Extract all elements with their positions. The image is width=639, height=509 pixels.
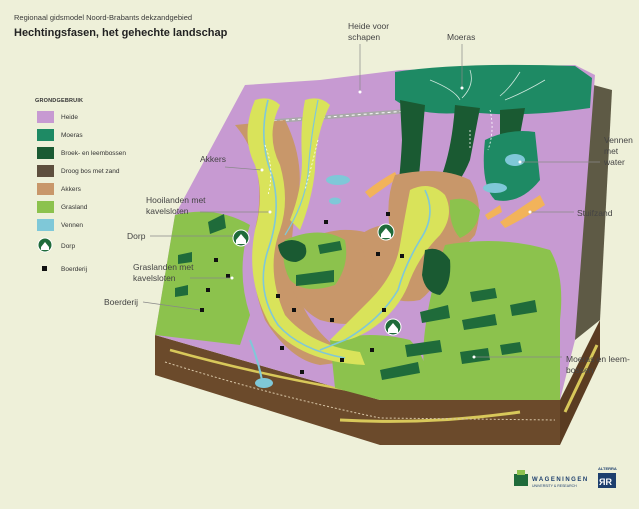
ven-water-4 [329, 198, 341, 205]
svg-text:water: water [603, 157, 625, 167]
svg-text:Akkers: Akkers [200, 154, 226, 164]
legend-swatch-broekbos [37, 147, 54, 159]
ven-water-1 [505, 154, 525, 166]
ven-water-3 [326, 175, 350, 185]
legend-swatch-boerderij [42, 266, 47, 271]
legend-label-droog-bos: Droog bos met zand [61, 168, 120, 175]
legend-label-moeras: Moeras [61, 132, 83, 139]
svg-text:Stuifzand: Stuifzand [577, 208, 613, 218]
dorp-icon-map-3 [385, 319, 401, 335]
legend-label-vennen: Vennen [61, 222, 83, 229]
legend-label-boerderij: Boerderij [61, 266, 87, 273]
svg-text:met: met [604, 146, 619, 156]
svg-text:bossen: bossen [566, 365, 594, 375]
legend: GRONDGEBRUIK Heide Moeras Broek- en leem… [35, 98, 126, 273]
legend-swatch-grasland [37, 201, 54, 213]
legend-swatch-moeras [37, 129, 54, 141]
legend-swatch-akkers [37, 183, 54, 195]
alterra-logo: ALTERRA ЯR [598, 466, 617, 488]
svg-text:kavelsloten: kavelsloten [146, 206, 189, 216]
svg-text:Dorp: Dorp [127, 231, 146, 241]
alterra-logo-top: ALTERRA [598, 466, 617, 471]
svg-text:Heide voor: Heide voor [348, 21, 389, 31]
svg-text:kavelsloten: kavelsloten [133, 273, 176, 283]
svg-text:Moeras: Moeras [447, 32, 475, 42]
legend-label-broekbos: Broek- en leembossen [61, 150, 126, 157]
svg-text:Graslanden met: Graslanden met [133, 262, 194, 272]
legend-swatch-heide [37, 111, 54, 123]
diagram-title: Hechtingsfasen, het gehechte landschap [14, 27, 228, 39]
wageningen-logo-name: WAGENINGEN [532, 477, 589, 483]
wageningen-logo-subtext: UNIVERSITY & RESEARCH [532, 484, 577, 488]
legend-label-grasland: Grasland [61, 204, 88, 211]
legend-swatch-vennen [37, 219, 54, 231]
legend-title: GRONDGEBRUIK [35, 98, 83, 104]
svg-text:Moeras en leem-: Moeras en leem- [566, 354, 630, 364]
legend-swatch-droog-bos [37, 165, 54, 177]
house-icon [38, 238, 52, 252]
svg-text:Hooilanden met: Hooilanden met [146, 195, 206, 205]
dorp-icon-map-1 [233, 230, 249, 246]
alterra-logo-mark: ЯR [599, 477, 612, 487]
svg-text:Vennen: Vennen [604, 135, 633, 145]
stream-outlet-pool [255, 378, 273, 388]
legend-label-dorp: Dorp [61, 243, 75, 250]
wageningen-logo: WAGENINGEN UNIVERSITY & RESEARCH [514, 470, 589, 488]
dorp-icon-map-2 [378, 224, 394, 240]
legend-label-akkers: Akkers [61, 186, 82, 193]
svg-text:Boerderij: Boerderij [104, 297, 138, 307]
svg-text:schapen: schapen [348, 32, 380, 42]
ven-water-2 [483, 183, 507, 193]
diagram-subtitle: Regionaal gidsmodel Noord-Brabants dekza… [14, 13, 192, 22]
legend-label-heide: Heide [61, 114, 78, 121]
